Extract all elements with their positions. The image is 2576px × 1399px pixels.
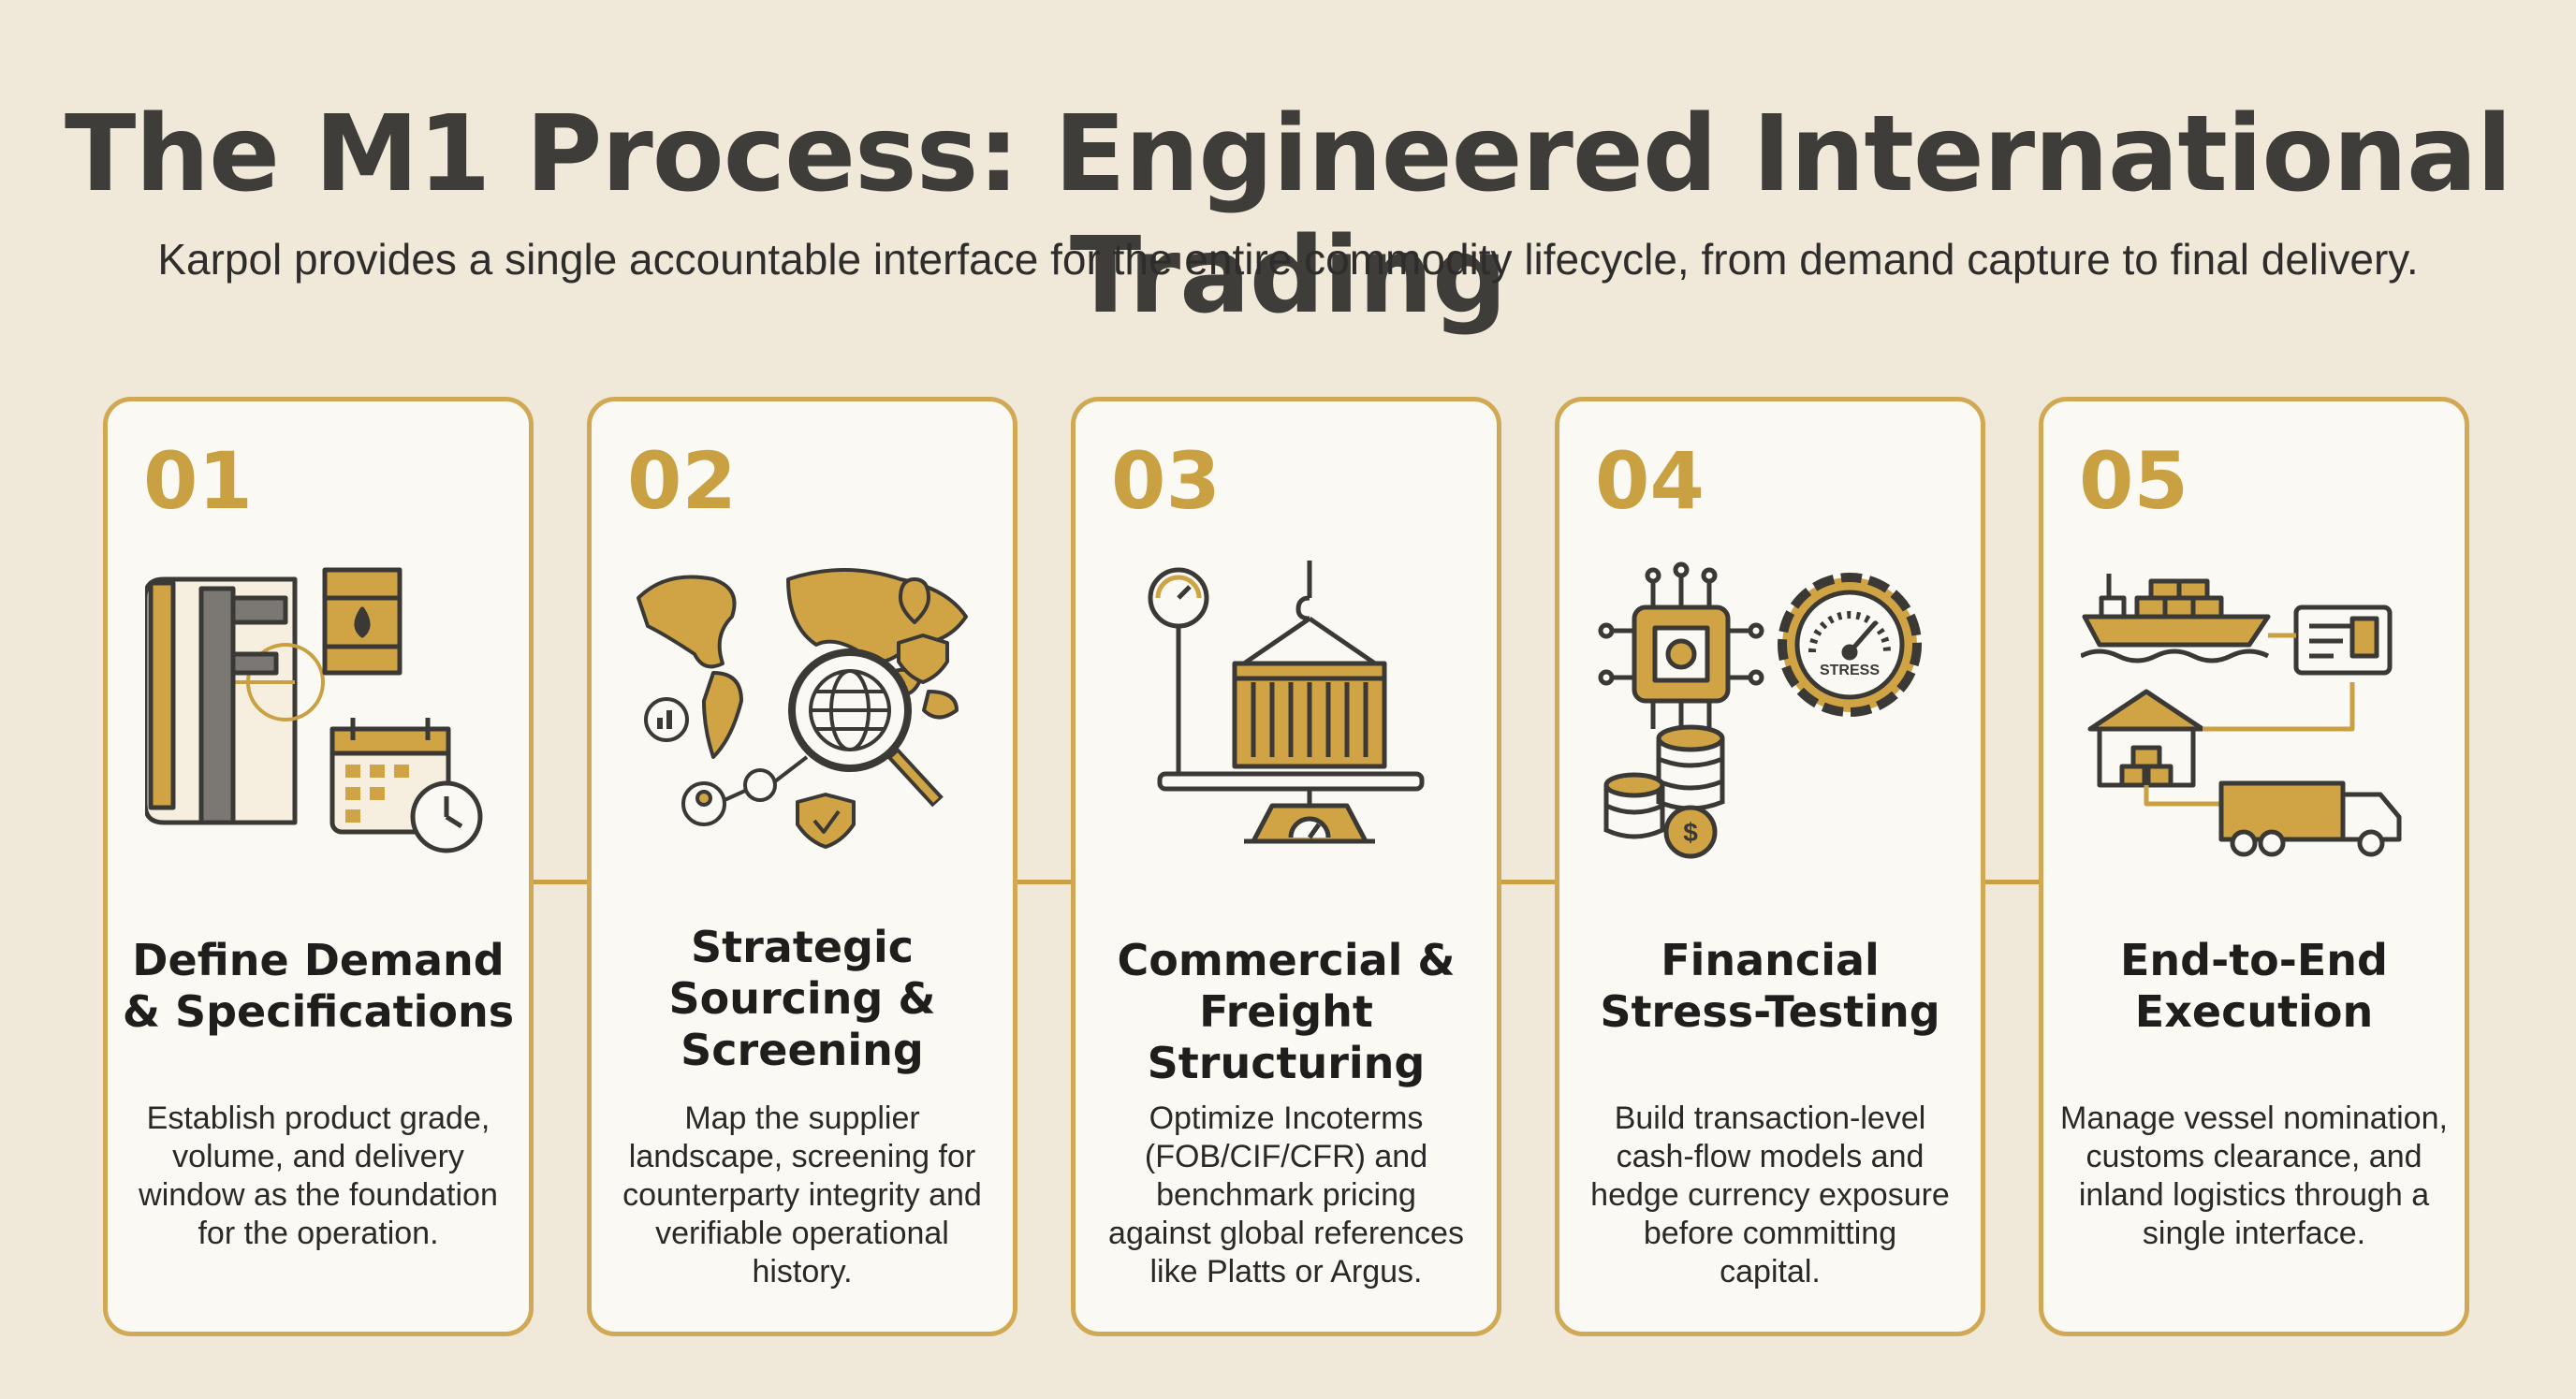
desc-line: Manage vessel nomination,: [2060, 1100, 2448, 1136]
step-card-03: 03 Commercial & Freight Structuri: [1071, 397, 1501, 1336]
svg-text:$: $: [1683, 818, 1698, 847]
title-line: Sourcing &: [668, 973, 936, 1024]
step-title: Strategic Sourcing & Screening: [601, 922, 1003, 1076]
title-line: Commercial &: [1117, 935, 1456, 985]
desc-line: Establish product grade,: [146, 1100, 490, 1136]
title-line: Define Demand: [132, 935, 505, 985]
title-line: Stress-Testing: [1600, 986, 1940, 1037]
title-line: Screening: [681, 1025, 924, 1075]
desc-line: Build transaction-level: [1614, 1100, 1926, 1136]
container-scale-icon: [1148, 561, 1425, 844]
blueprint-caliper-barrel-calendar-icon: [145, 567, 483, 853]
step-title: Commercial & Freight Structuring: [1085, 935, 1487, 1089]
step-number: 02: [627, 435, 737, 527]
desc-line: history.: [752, 1254, 853, 1290]
step-card-02: 02: [587, 397, 1017, 1336]
title-line: & Specifications: [122, 986, 515, 1037]
desc-line: cash-flow models and: [1616, 1139, 1925, 1174]
page-subtitle: Karpol provides a single accountable int…: [157, 235, 2419, 284]
desc-line: hedge currency exposure: [1590, 1177, 1950, 1213]
desc-line: capital.: [1720, 1254, 1821, 1290]
gauge-label: STRESS: [1820, 663, 1880, 678]
desc-line: Map the supplier: [684, 1100, 920, 1136]
step-number: 03: [1111, 435, 1221, 527]
step-card-01: 01 Define: [103, 397, 534, 1336]
desc-line: landscape, screening for: [628, 1139, 976, 1174]
chip-gauge-coins-icon: STRESS $: [1598, 561, 1922, 859]
desc-line: window as the foundation: [139, 1177, 498, 1213]
step-number: 04: [1595, 435, 1705, 527]
step-card-05: 05: [2039, 397, 2469, 1336]
title-line: Financial: [1661, 935, 1880, 985]
step-title: End-to-End Execution: [2053, 935, 2455, 1038]
desc-line: (FOB/CIF/CFR) and: [1144, 1139, 1428, 1174]
desc-line: before committing: [1643, 1216, 1897, 1251]
desc-line: inland logistics through a: [2078, 1177, 2430, 1213]
connector-1-2: [534, 880, 590, 884]
step-description: Build transaction-level cash-flow models…: [1576, 1100, 1964, 1291]
desc-line: against global references: [1108, 1216, 1464, 1251]
desc-line: Optimize Incoterms: [1149, 1100, 1424, 1136]
step-description: Optimize Incoterms (FOB/CIF/CFR) and ben…: [1092, 1100, 1480, 1291]
title-line: End-to-End: [2120, 935, 2388, 985]
title-line: Freight Structuring: [1147, 986, 1426, 1088]
desc-line: counterparty integrity and: [622, 1177, 982, 1213]
desc-line: verifiable operational: [655, 1216, 949, 1251]
page-title: The M1 Process: Engineered International…: [64, 94, 2512, 337]
connector-3-4: [1501, 880, 1558, 884]
title-line: Execution: [2134, 986, 2374, 1037]
connector-4-5: [1985, 880, 2042, 884]
step-description: Manage vessel nomination, customs cleara…: [2060, 1100, 2448, 1253]
title-line: Strategic: [691, 922, 914, 972]
desc-line: benchmark pricing: [1156, 1177, 1416, 1213]
step-title: Financial Stress-Testing: [1569, 935, 1971, 1038]
desc-line: single interface.: [2142, 1216, 2366, 1251]
world-map-magnifier-shield-icon: [637, 568, 968, 849]
connector-2-3: [1017, 880, 1074, 884]
step-title: Define Demand & Specifications: [117, 935, 520, 1038]
step-description: Map the supplier landscape, screening fo…: [608, 1100, 996, 1291]
step-number: 01: [143, 435, 253, 527]
desc-line: customs clearance, and: [2086, 1139, 2422, 1174]
step-number: 05: [2079, 435, 2188, 527]
step-card-04: 04 STRESS $ Fin: [1555, 397, 1985, 1336]
desc-line: like Platts or Argus.: [1149, 1254, 1423, 1290]
desc-line: for the operation.: [198, 1216, 439, 1251]
step-description: Establish product grade, volume, and del…: [124, 1100, 512, 1253]
ship-warehouse-truck-icon: [2081, 574, 2402, 857]
desc-line: volume, and delivery: [172, 1139, 464, 1174]
